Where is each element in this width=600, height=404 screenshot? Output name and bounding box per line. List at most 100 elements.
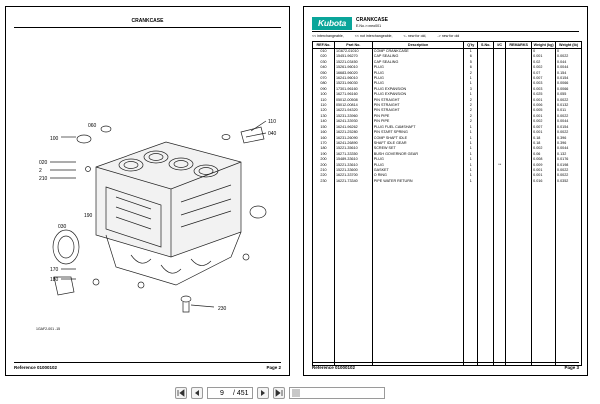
table-cell-sno: [477, 103, 495, 109]
table-cell-sno: [477, 108, 495, 114]
footer-rule: [312, 362, 579, 363]
svg-text:100: 100: [50, 136, 59, 142]
table-cell-sno: [477, 178, 495, 185]
footer-page-number: Page 3: [564, 365, 579, 370]
parts-table: REF.No. Part No. Description Q'ty S.No. …: [312, 41, 582, 367]
table-cell-lb: 0.044: [555, 59, 582, 66]
table-cell-sno: [477, 70, 495, 77]
table-cell-sno: [477, 124, 495, 131]
header-rule: [312, 31, 579, 32]
table-cell-part: 16221-94320: [333, 108, 373, 114]
table-cell-part: 15221-03450: [333, 59, 373, 66]
table-cell-ref: 200: [312, 157, 335, 163]
table-cell-remarks: [505, 76, 533, 82]
table-cell-ref: 190: [312, 151, 335, 158]
table-cell-part: 15489-33610: [333, 157, 373, 163]
scrollbar-thumb[interactable]: [292, 389, 301, 397]
table-cell-part: 16221-73340: [333, 178, 373, 185]
table-cell-part: 1G672-01010: [333, 48, 373, 55]
table-header-row: REF.No. Part No. Description Q'ty S.No. …: [312, 41, 582, 49]
legend-item: << interchangeable,: [312, 34, 344, 38]
table-cell-remarks: [505, 97, 533, 104]
table-cell-part: 16241-96010: [333, 76, 373, 82]
table-cell-part: 16683-96020: [333, 70, 373, 77]
table-cell-sno: [477, 86, 495, 93]
table-cell-part: 17301-96160: [333, 86, 373, 93]
column-header: Weight (lb): [555, 41, 582, 49]
table-filler-row: [312, 184, 582, 367]
table-cell-remarks: [505, 54, 533, 60]
first-page-button[interactable]: [175, 387, 187, 399]
page-total: / 451: [233, 389, 249, 397]
table-cell-sno: [477, 81, 495, 87]
engine-number-range: E.No.>=neo001: [356, 24, 382, 28]
table-cell-remarks: [505, 65, 533, 71]
page-number-input[interactable]: 9: [220, 389, 224, 397]
table-cell-ref: 080: [312, 81, 335, 87]
column-header: REF.No.: [312, 41, 335, 49]
table-cell-ref: 200: [312, 162, 335, 168]
table-cell-sno: [477, 92, 495, 98]
crankcase-exploded-drawing: 020 2 210 100 110 040 230 170 180 060 03…: [39, 119, 277, 313]
table-cell-lb: 0.0022: [555, 97, 582, 104]
table-cell-remarks: [505, 173, 533, 179]
table-cell-ref: 050: [312, 70, 335, 77]
table-cell-ref: 100: [312, 92, 335, 98]
svg-text:110: 110: [268, 119, 276, 125]
legend-item: << not interchangeable,: [354, 34, 393, 38]
table-cell-lb: 0.0066: [555, 86, 582, 93]
svg-text:180: 180: [50, 277, 59, 283]
table-cell-remarks: [505, 130, 533, 136]
table-cell-lb: 0.0022: [555, 113, 582, 120]
table-cell-part: 16241-96262: [333, 124, 373, 131]
table-cell-remarks: [505, 70, 533, 77]
table-cell-remarks: [505, 140, 533, 147]
column-header: Description: [371, 41, 465, 49]
table-cell-ref: 020: [312, 54, 335, 60]
column-header: I/C: [493, 41, 507, 49]
table-cell-part: 16221-25280: [333, 130, 373, 136]
table-cell-sno: [477, 97, 495, 104]
table-cell-part: 15231-33960: [333, 113, 373, 120]
legend-item: -> new for old: [437, 34, 460, 38]
table-cell-lb: 0.0022: [555, 167, 582, 174]
table-cell-lb: 0.0154: [555, 76, 582, 82]
prev-page-button[interactable]: [191, 387, 203, 399]
table-cell-part: 16231-26090: [333, 135, 373, 141]
table-cell-ref: 010: [312, 48, 335, 55]
table-cell-part: 15221-33600: [333, 167, 373, 174]
table-cell-ref: 220: [312, 173, 335, 179]
table-cell-part: 15231-96030: [333, 81, 373, 87]
next-page-icon: [260, 390, 265, 396]
table-cell-remarks: [505, 59, 533, 66]
table-cell-lb: 0.011: [555, 108, 582, 114]
column-header: REMARKS: [505, 41, 533, 49]
table-cell-remarks: [505, 103, 533, 109]
table-cell-remarks: [505, 162, 533, 168]
table-cell-part: 16271-96160: [333, 92, 373, 98]
table-cell-remarks: [505, 108, 533, 114]
page-title: CRANKCASE: [356, 17, 388, 23]
page-scrollbar[interactable]: [288, 387, 385, 399]
table-cell-ref: 140: [312, 119, 335, 125]
header-rule: [14, 27, 281, 28]
next-page-button[interactable]: [256, 387, 269, 399]
table-cell-remarks: [505, 113, 533, 120]
table-cell-ref: 040: [312, 65, 335, 71]
column-header: Weight (kg): [531, 41, 557, 49]
svg-text:170: 170: [50, 267, 59, 273]
table-cell-ref: 210: [312, 167, 335, 174]
table-cell-lb: 0.0132: [555, 103, 582, 109]
right-page: Kubota CRANKCASE E.No.>=neo001 << interc…: [303, 6, 588, 376]
last-page-button[interactable]: [272, 387, 285, 399]
